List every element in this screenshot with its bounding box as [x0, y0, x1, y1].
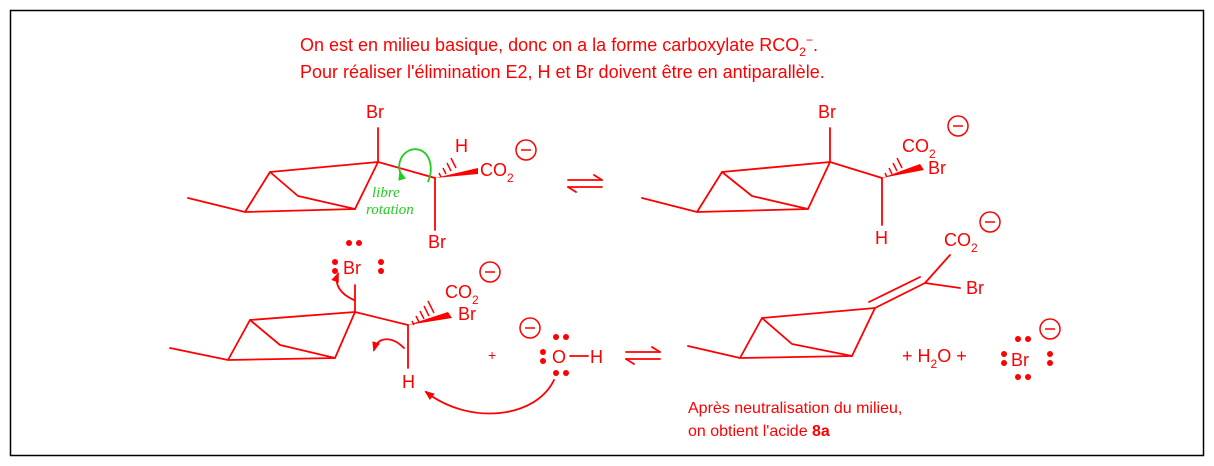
negative-charge-icon: [947, 115, 969, 137]
free-rotation-annotation: libre rotation: [366, 148, 432, 218]
free-rotation-label: rotation: [366, 202, 414, 218]
atom-br: Br: [343, 258, 361, 278]
atom-h: H: [875, 228, 888, 248]
header-line-1: On est en milieu basique, donc on a la f…: [300, 33, 818, 59]
molecule-1: Br H CO2 Br: [187, 102, 537, 252]
bromide-ion: Br: [1001, 318, 1061, 380]
hashed-bond: [438, 157, 457, 178]
compound-label: 8a: [812, 423, 830, 440]
atom-h: H: [402, 372, 415, 392]
carboxylate-label: CO2: [944, 230, 978, 255]
atom-br: Br: [428, 232, 446, 252]
molecule-3: Br CO2 Br H: [169, 240, 501, 392]
carboxylate-label: CO2: [445, 282, 479, 307]
lone-pair-dots: [540, 334, 569, 376]
hydroxide: O H: [424, 317, 603, 415]
atom-br: Br: [458, 304, 476, 324]
atom-h: H: [455, 136, 468, 156]
negative-charge-icon: [519, 317, 541, 339]
hashed-bond: [884, 157, 903, 178]
equilibrium-arrow: [567, 174, 603, 193]
header-line-2: Pour réaliser l'élimination E2, H et Br …: [300, 62, 825, 82]
lone-pair-dots: [1001, 336, 1053, 380]
water-product: + H2O +: [902, 346, 967, 371]
hashed-bond: [411, 300, 435, 326]
negative-charge-icon: [479, 261, 501, 283]
carboxylate-label: CO2: [480, 160, 514, 185]
frame-border: [9, 9, 1205, 457]
molecule-2: Br CO2 Br H: [641, 102, 969, 248]
negative-charge-icon: [1039, 318, 1061, 340]
equilibrium-arrow: [625, 346, 661, 365]
atom-br: Br: [928, 158, 946, 178]
atom-br: Br: [966, 278, 984, 298]
lone-pair-dots: [332, 240, 384, 274]
product-molecule: CO2 Br: [687, 211, 1001, 359]
carboxylate-label: CO2: [902, 136, 936, 161]
atom-h: H: [590, 347, 603, 367]
conclusion-line-1: Après neutralisation du milieu,: [688, 400, 902, 417]
negative-charge-icon: [979, 211, 1001, 233]
conclusion-line-2: on obtient l'acide 8a: [688, 423, 830, 440]
negative-charge-icon: [515, 139, 537, 161]
atom-br: Br: [818, 102, 836, 122]
atom-o: O: [552, 347, 566, 367]
atom-br: Br: [366, 102, 384, 122]
plus-sign: +: [488, 347, 496, 363]
atom-br: Br: [1011, 350, 1029, 370]
free-rotation-label: libre: [372, 185, 400, 201]
